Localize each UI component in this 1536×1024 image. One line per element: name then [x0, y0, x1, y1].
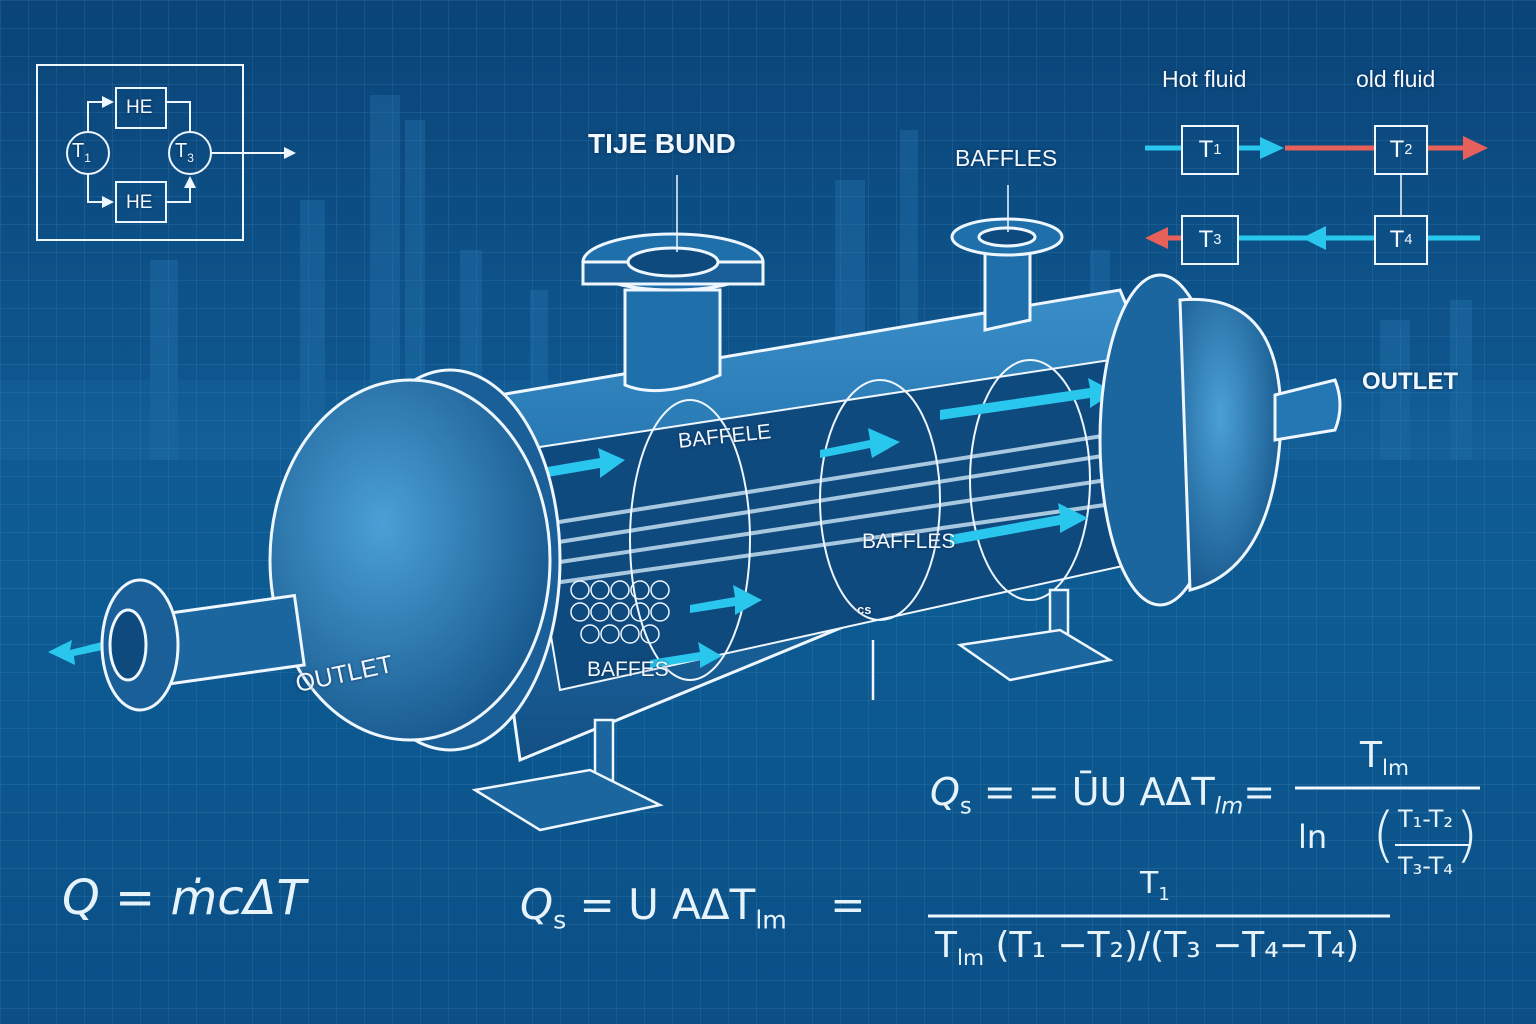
equation-lmtd-top-frac-num: T₁-T₂ [1398, 805, 1454, 833]
shell-body [468, 288, 1202, 763]
equation-lmtd-top-numerator: Tlm [1360, 735, 1410, 782]
paren-left: ( [1372, 800, 1396, 870]
flow-diagram-arrows [1145, 136, 1488, 250]
equation-lmtd-top-ln: ln [1298, 818, 1328, 856]
loop-exchanger-top: HE [126, 97, 153, 118]
equation-lmtd-bottom-lhs: Qs = U AΔTlm = [520, 880, 866, 935]
equation-lmtd-bottom-denominator: Tlm (T₁ −T₂)/(T₃ −T₄−T₄) [935, 925, 1360, 972]
supports [471, 588, 1114, 832]
top-nozzles [581, 175, 1064, 393]
label-cs: cs [857, 602, 872, 617]
loop-node-t3: T3 [175, 140, 194, 165]
equation-lmtd-top-lhs: Qs = = ŪU AΔTlm= [930, 770, 1276, 820]
label-tube-bundle: TIJE BUND [588, 128, 736, 159]
loop-diagram [36, 64, 296, 241]
label-baffles-mid: BAFFLES [862, 530, 956, 553]
equation-lmtd-top-frac-den: T₃-T₄ [1398, 852, 1454, 880]
cold-fluid-label: old fluid [1356, 66, 1436, 92]
tube-bundle [539, 428, 1141, 587]
right-head [1098, 273, 1342, 607]
paren-right: ) [1455, 800, 1479, 870]
loop-exchanger-bottom: HE [126, 192, 153, 213]
equation-lmtd-bottom-numerator: T1 [1140, 866, 1170, 905]
label-baffles-top: BAFFLES [955, 145, 1058, 171]
fraction-bars [928, 786, 1480, 918]
label-baffes-low: BAFFES [587, 658, 669, 681]
hot-fluid-label: Hot fluid [1162, 66, 1247, 92]
left-head [100, 368, 562, 752]
baffles [629, 359, 1091, 681]
label-outlet-right: OUTLET [1362, 368, 1458, 395]
loop-node-t1: T1 [72, 140, 91, 165]
equation-energy-balance: Q = ṁcΔT [62, 870, 306, 926]
